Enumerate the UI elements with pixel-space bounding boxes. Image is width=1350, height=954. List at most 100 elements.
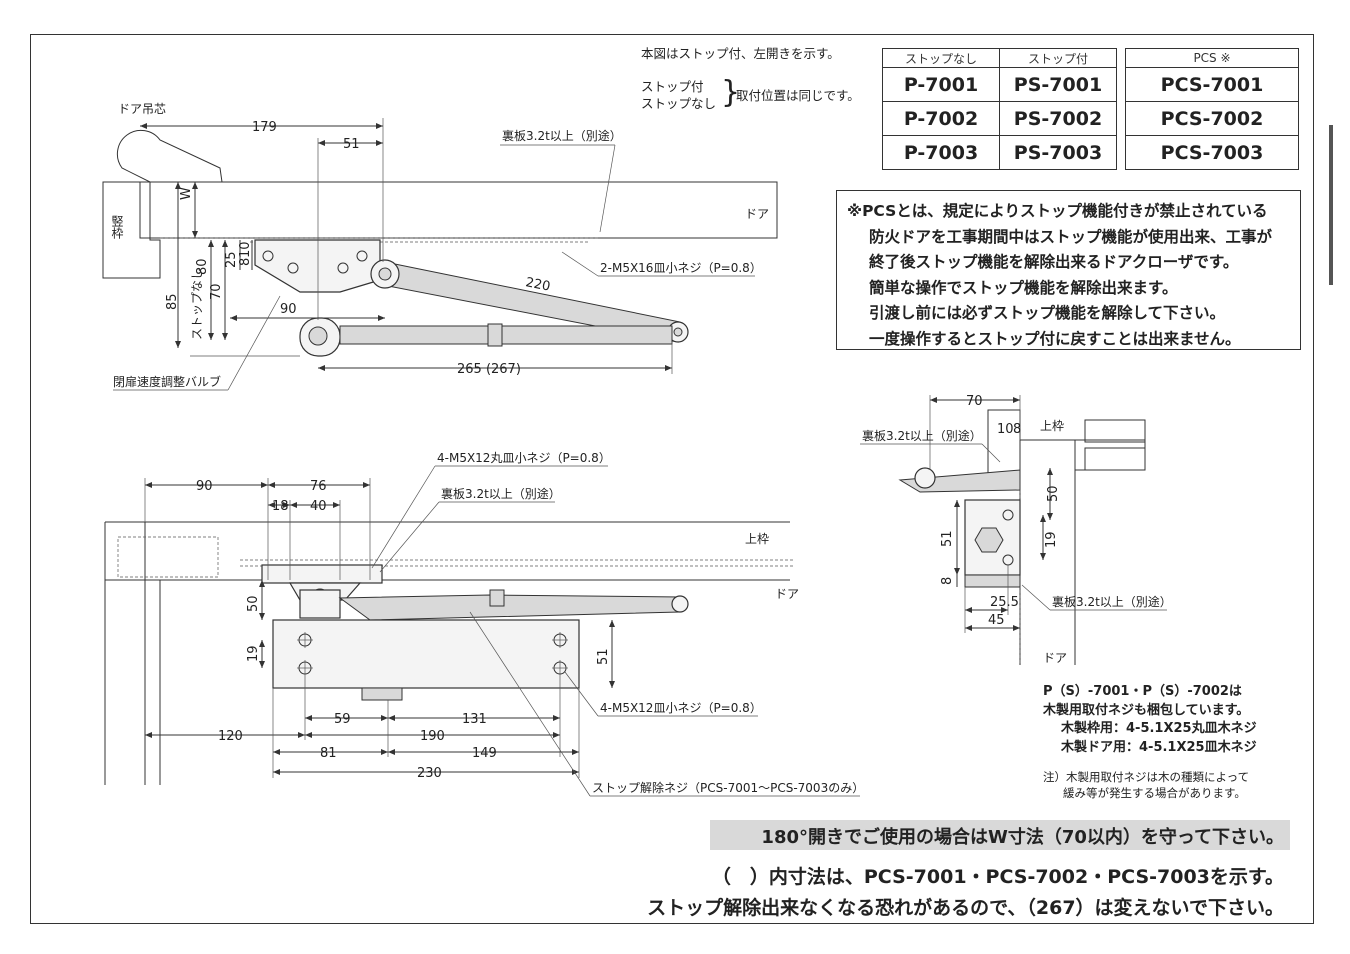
- table-row: P-7003 PS-7003 PCS-7003: [882, 135, 1299, 170]
- release-screw-label: ストップ解除ネジ（PCS-7001〜PCS-7003のみ）: [592, 780, 864, 795]
- table-cell: P-7001: [882, 67, 1000, 102]
- dim-179: 179: [252, 120, 277, 135]
- pcs-note-line: 終了後ストップ機能を解除出来るドアクローザです。: [869, 253, 1239, 271]
- side-door-label: ドア: [1043, 651, 1067, 665]
- door-pivot-label: ドア吊芯: [118, 102, 166, 116]
- side-dim-8a: 8: [1013, 422, 1021, 437]
- dim-90: 90: [280, 302, 297, 317]
- front-dim-59: 59: [334, 712, 351, 727]
- wood-screw-note: P（S）-7001・P（S）-7002は 木製用取付ネジも梱包しています。 木製…: [1043, 683, 1257, 757]
- page-edge-marker: [1329, 125, 1333, 285]
- front-dim-81: 81: [320, 746, 337, 761]
- side-backing-plate-top: 裏板3.2t以上（別途）: [862, 428, 982, 443]
- front-screw-body-label: 4-M5X12皿小ネジ（P=0.8）: [600, 701, 762, 715]
- caution-line: 注）木製用取付ネジは木の種類によって: [1043, 770, 1250, 784]
- frame-label: 竪枠: [110, 215, 124, 239]
- front-view: 上枠 ドア 4-M5X12丸皿小ネジ（P=0.8） 裏板3.2t以上（別途） 4…: [104, 451, 864, 797]
- wood-note-line: P（S）-7001・P（S）-7002は: [1043, 684, 1242, 699]
- pcs-note-line: 防火ドアを工事期間中はストップ機能が使用出来、工事が: [869, 227, 1273, 246]
- side-dim-19: 19: [1044, 531, 1059, 548]
- side-dim-25-5: 25.5: [990, 595, 1019, 610]
- dim-85: 85: [165, 293, 180, 310]
- table-cell: P-7003: [882, 135, 1000, 170]
- stop-without-note: ストップなし: [641, 96, 717, 111]
- caution-line: 緩み等が発生する場合があります。: [1063, 786, 1246, 800]
- table-cell: PCS-7001: [1125, 67, 1299, 102]
- side-dim-70: 70: [966, 394, 983, 409]
- front-dim-90: 90: [196, 479, 213, 494]
- dim-51: 51: [343, 137, 360, 152]
- wood-note-line: 木製ドア用：4-5.1X25皿木ネジ: [1061, 739, 1257, 755]
- warning-text: 180°開きでご使用の場合はW寸法（70以内）を守って下さい。: [761, 827, 1284, 848]
- dim-10: 10: [238, 241, 253, 258]
- shown-config-note: 本図はストップ付、左開きを示す。: [641, 46, 840, 61]
- w-label: W: [179, 187, 194, 200]
- table-row: P-7002 PS-7002 PCS-7002: [882, 101, 1299, 136]
- pcs-note-line: 引渡し前には必ずストップ機能を解除して下さい。: [869, 304, 1226, 322]
- footer-line-1: （ ）内寸法は、PCS-7001・PCS-7002・PCS-7003を示す。: [711, 866, 1284, 888]
- front-dim-120: 120: [218, 729, 243, 744]
- dim-70: 70: [209, 283, 224, 300]
- release-screw-shape: [361, 687, 403, 701]
- front-dim-190: 190: [420, 729, 445, 744]
- front-dim-50: 50: [246, 595, 261, 612]
- front-screw-top-label: 4-M5X12丸皿小ネジ（P=0.8）: [437, 451, 611, 465]
- table-cell: PS-7001: [999, 67, 1117, 102]
- front-dim-19: 19: [246, 645, 261, 662]
- front-dim-76: 76: [310, 479, 327, 494]
- wood-note-line: 木製枠用：4-5.1X25丸皿木ネジ: [1061, 721, 1257, 736]
- dim-220: 220: [524, 275, 551, 294]
- door-slab: [139, 181, 778, 239]
- front-door-label: ドア: [775, 587, 799, 601]
- pcs-note-line: 簡単な操作でストップ機能を解除出来ます。: [869, 278, 1178, 297]
- table-header: PCS ※: [1125, 48, 1299, 68]
- valve-label: 閉扉速度調整バルブ: [113, 374, 221, 389]
- dim-25: 25: [224, 251, 239, 268]
- table-cell: PCS-7002: [1125, 101, 1299, 136]
- brace-glyph: }: [721, 75, 741, 110]
- door-pivot-shape: [116, 129, 223, 183]
- side-dim-51: 51: [940, 530, 955, 547]
- table-cell: PS-7003: [999, 135, 1117, 170]
- table-row: P-7001 PS-7001 PCS-7001: [882, 67, 1299, 102]
- drawing-frame: [30, 34, 1314, 924]
- side-backing-plate-bottom: 裏板3.2t以上（別途）: [1052, 594, 1172, 609]
- front-dim-51: 51: [596, 648, 611, 665]
- closer-body-front: [272, 619, 580, 689]
- front-dim-230: 230: [417, 766, 442, 781]
- side-dim-10: 10: [997, 422, 1014, 437]
- pcs-note-line: ※PCSとは、規定によりストップ機能付きが禁止されている: [847, 202, 1268, 220]
- stop-with-note: ストップ付: [641, 79, 704, 94]
- side-dim-8b: 8: [940, 577, 955, 585]
- stop-none-label: ストップなし: [190, 268, 204, 340]
- table-cell: PS-7002: [999, 101, 1117, 136]
- front-dim-131: 131: [462, 712, 487, 727]
- backing-plate-label: 裏板3.2t以上（別途）: [502, 128, 622, 143]
- front-dim-18: 18: [272, 499, 289, 514]
- dim-8: 8: [238, 258, 253, 266]
- footer-line-2: ストップ解除出来なくなる恐れがあるので、（267）は変えないで下さい。: [647, 897, 1284, 919]
- adjustment-rod: [339, 325, 491, 345]
- pcs-note-box: ※PCSとは、規定によりストップ機能付きが禁止されている 防火ドアを工事期間中は…: [836, 190, 1301, 350]
- front-dim-149: 149: [472, 746, 497, 761]
- pcs-note-line: 一度操作するとストップ付に戻すことは出来ません。: [869, 329, 1241, 348]
- warning-band: 180°開きでご使用の場合はW寸法（70以内）を守って下さい。: [710, 820, 1290, 850]
- door-label: ドア: [745, 207, 769, 221]
- side-dim-50: 50: [1046, 485, 1061, 502]
- table-cell: PCS-7003: [1125, 135, 1299, 170]
- table-header: ストップなし: [882, 48, 1000, 68]
- side-top-frame-label: 上枠: [1040, 419, 1064, 433]
- side-view: 裏板3.2t以上（別途） 上枠 裏板3.2t以上（別途） ドア 70 10 8 …: [860, 394, 1172, 665]
- front-backing-plate-label: 裏板3.2t以上（別途）: [441, 486, 561, 501]
- model-table: ストップなし ストップ付 PCS ※ P-7001 PS-7001 PCS-70…: [882, 48, 1299, 170]
- closer-base-plate: [254, 239, 381, 293]
- dim-265: 265 (267): [457, 362, 521, 377]
- table-header: ストップ付: [999, 48, 1117, 68]
- front-arm: [338, 594, 681, 621]
- caution-note: 注）木製用取付ネジは木の種類によって 緩み等が発生する場合があります。: [1043, 769, 1249, 801]
- top-view: ドア吊芯 竪枠 ドア W 裏板3.2t以上（別途） 2-M5X16皿小ネジ（P=…: [102, 102, 778, 391]
- same-position-note: 取付位置は同じです。: [736, 88, 860, 103]
- dim-80: 80: [195, 258, 210, 275]
- wood-note-line: 木製用取付ネジも梱包しています。: [1043, 702, 1250, 718]
- side-dim-45: 45: [988, 613, 1005, 628]
